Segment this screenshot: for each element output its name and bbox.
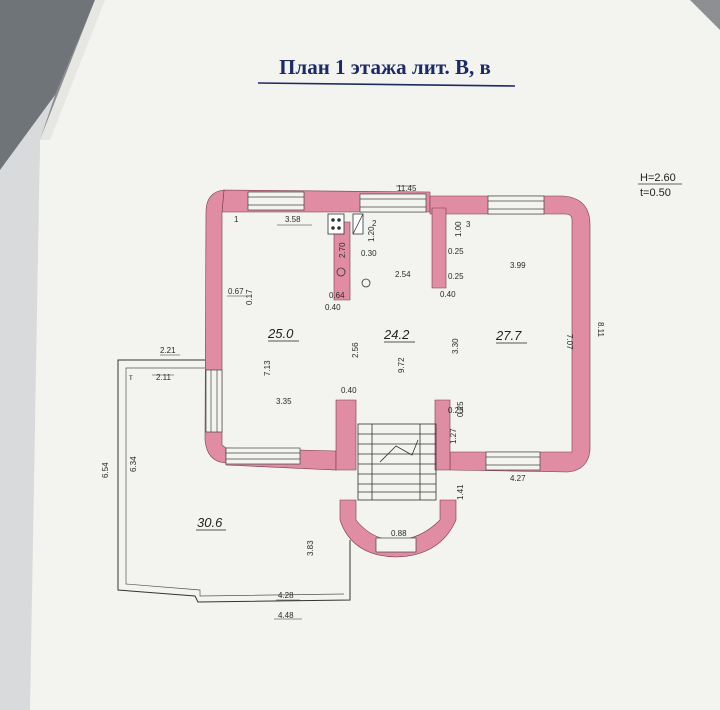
dim-room1-width: 3.58 [285, 215, 301, 224]
dim-bay: 0.88 [391, 529, 407, 538]
terrace-label: т [129, 373, 133, 382]
dim-025-c: 0.25 [456, 401, 465, 417]
dim-chimney: 1.20 [367, 226, 376, 242]
room-area-1: 25.0 [267, 326, 294, 341]
stove-icon [327, 213, 345, 235]
back-sheet [0, 95, 55, 710]
dimension-labels: 11.45 3.58 1.20 0.30 2.70 2.54 0.64 0.40… [101, 184, 605, 620]
paper-sheet [30, 0, 720, 710]
dim-terrace-outer: 6.54 [101, 462, 110, 478]
terrace-outline [117, 359, 351, 603]
dim-025-d: 0.25 [448, 406, 464, 415]
window-top-left [247, 191, 305, 211]
title-underline [257, 82, 516, 87]
dim-040-c: 0.40 [341, 386, 357, 395]
room-number-1: 1 [234, 215, 239, 224]
dim-448: 4.48 [278, 611, 294, 620]
dim-040-b: 0.40 [440, 290, 456, 299]
dim-017: 0.17 [245, 289, 254, 305]
dim-330: 3.30 [451, 338, 460, 354]
dim-127: 1.27 [449, 428, 458, 444]
partition-right-upper [431, 207, 447, 289]
window-left [205, 369, 223, 433]
window-bottom-left [225, 447, 301, 465]
partition-left-lower [335, 399, 357, 471]
dim-chimney-depth: 0.30 [361, 249, 377, 258]
window-bay [375, 537, 417, 553]
ceiling-height-label: H=2.60 [640, 172, 676, 184]
dim-256: 2.56 [351, 342, 360, 358]
gas-pipe-icon [336, 267, 346, 277]
dimension-lines [152, 185, 412, 620]
dim-428: 4.28 [278, 591, 294, 600]
windows [205, 191, 545, 553]
window-top-center [359, 193, 427, 213]
dim-right-total: 8.11 [596, 322, 605, 338]
room-area-3: 27.7 [495, 328, 522, 343]
background-surface [0, 0, 95, 170]
meter-icon [361, 278, 371, 288]
stair-well [357, 423, 437, 501]
dim-room1-height: 7.13 [263, 360, 272, 376]
window-top-right [487, 195, 545, 215]
dim-141: 1.41 [456, 484, 465, 500]
room-number-2: 2 [372, 219, 377, 228]
dim-040-a: 0.40 [325, 303, 341, 312]
dim-383: 3.83 [306, 540, 315, 556]
partition-left-upper [333, 221, 351, 301]
terrace-inner-outline [125, 367, 345, 597]
dim-067: 0.67 [228, 287, 244, 296]
dim-221: 2.21 [160, 346, 176, 355]
dim-room1-lower: 3.35 [276, 397, 292, 406]
dim-partition-upper: 2.70 [338, 242, 347, 258]
dim-100: 1.00 [454, 221, 463, 237]
dim-room3-height: 7.07 [565, 334, 574, 350]
wall-thickness-label: t=0.50 [640, 187, 671, 199]
dim-211: 2.11 [156, 373, 172, 382]
window-bottom-right [485, 451, 541, 471]
dim-room2-upper: 2.54 [395, 270, 411, 279]
terrace-area: 30.6 [197, 515, 223, 530]
dim-top-total: 11.45 [397, 184, 417, 193]
plan-title: План 1 этажа лит. В, в [279, 55, 491, 79]
bay-wall [339, 499, 457, 558]
dim-025-b: 0.25 [448, 272, 464, 281]
dim-terrace-inner: 6.34 [129, 456, 138, 472]
room-area-2: 24.2 [383, 327, 410, 342]
right-walls [429, 195, 591, 473]
room-number-3: 3 [466, 220, 471, 229]
partition-right-lower [434, 399, 451, 471]
dim-972: 9.72 [397, 357, 406, 373]
dim-427: 4.27 [510, 474, 526, 483]
dim-room3-width: 3.99 [510, 261, 526, 270]
staircase [357, 423, 437, 501]
paper-fold [40, 0, 105, 140]
dim-025-a: 0.25 [448, 247, 464, 256]
dim-064: 0.64 [329, 291, 345, 300]
